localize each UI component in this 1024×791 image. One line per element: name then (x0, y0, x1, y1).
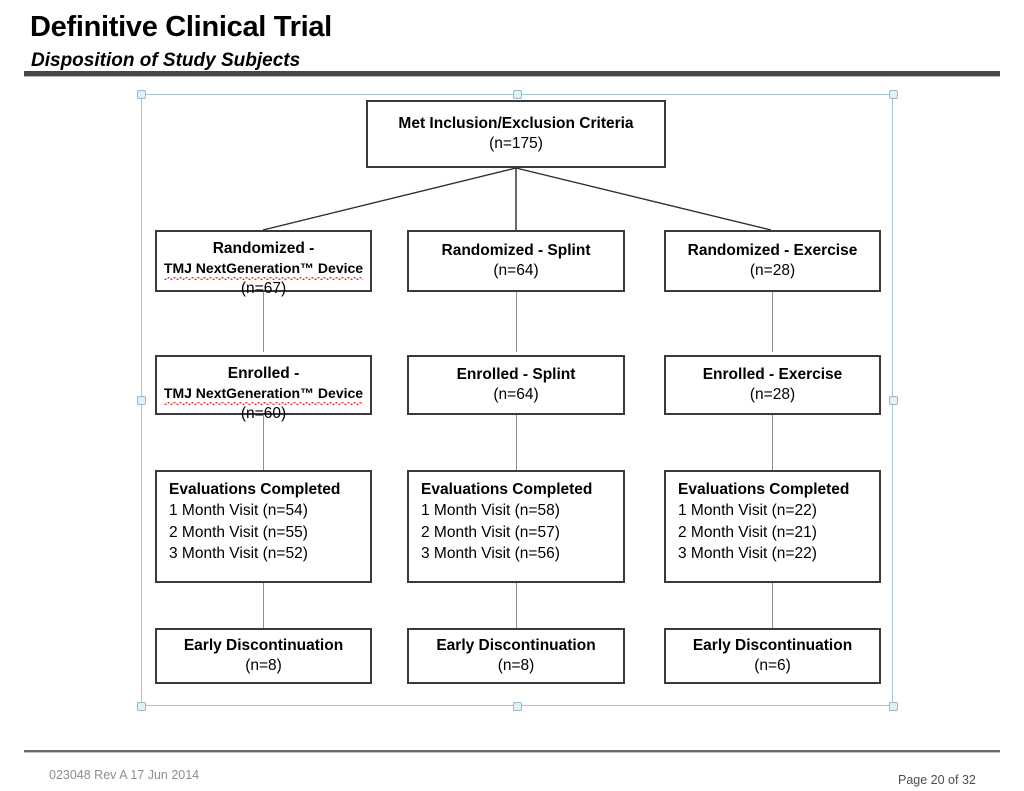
node-randomized-splint[interactable]: Randomized - Splint (n=64) (407, 230, 625, 292)
node-evaluations-exercise[interactable]: Evaluations Completed 1 Month Visit (n=2… (664, 470, 881, 583)
node-enrolled-exercise-title: Enrolled - Exercise (702, 365, 843, 383)
node-evaluations-device-row-1: 1 Month Visit (n=54) (169, 502, 308, 520)
node-discontinuation-device-count: (n=8) (245, 657, 282, 674)
spellcheck-underline: TMJ NextGeneration™ Device (163, 385, 364, 406)
node-evaluations-splint-row-2: 2 Month Visit (n=57) (421, 523, 560, 541)
node-enrolled-splint-title: Enrolled - Splint (456, 365, 576, 383)
node-randomized-exercise[interactable]: Randomized - Exercise (n=28) (664, 230, 881, 292)
node-evaluations-splint-row-1: 1 Month Visit (n=58) (421, 502, 560, 520)
page-subtitle: Disposition of Study Subjects (31, 50, 301, 71)
connector-device-enroll-eval (263, 415, 264, 470)
footer-page-number: Page 20 of 32 (898, 773, 976, 787)
resize-handle-top-right[interactable] (889, 90, 898, 99)
node-met-criteria-title: Met Inclusion/Exclusion Criteria (398, 114, 634, 132)
node-evaluations-device-row-2: 2 Month Visit (n=55) (169, 523, 308, 541)
node-enrolled-exercise[interactable]: Enrolled - Exercise (n=28) (664, 355, 881, 415)
node-evaluations-splint[interactable]: Evaluations Completed 1 Month Visit (n=5… (407, 470, 625, 583)
node-evaluations-device[interactable]: Evaluations Completed 1 Month Visit (n=5… (155, 470, 372, 583)
footer-document-id: 023048 Rev A 17 Jun 2014 (49, 768, 200, 782)
node-discontinuation-device-title: Early Discontinuation (183, 636, 344, 654)
node-discontinuation-exercise[interactable]: Early Discontinuation (n=6) (664, 628, 881, 684)
node-enrolled-splint-count: (n=64) (493, 386, 539, 403)
resize-handle-bottom-center[interactable] (513, 702, 522, 711)
node-randomized-exercise-count: (n=28) (749, 262, 796, 279)
node-evaluations-exercise-row-2: 2 Month Visit (n=21) (678, 523, 817, 541)
node-discontinuation-exercise-count: (n=6) (754, 657, 791, 674)
node-randomized-exercise-title: Randomized - Exercise (687, 241, 858, 259)
spellcheck-underline: TMJ NextGeneration™ Device (163, 260, 364, 281)
node-randomized-device-line2: TMJ NextGeneration™ Device (163, 259, 364, 281)
node-discontinuation-exercise-title: Early Discontinuation (692, 636, 853, 654)
node-randomized-device-line1: Randomized - (212, 240, 315, 257)
node-evaluations-exercise-row-3: 3 Month Visit (n=22) (678, 545, 817, 563)
connector-exercise-rand-enroll (772, 292, 773, 352)
connector-device-eval-disc (263, 583, 264, 628)
node-enrolled-splint[interactable]: Enrolled - Splint (n=64) (407, 355, 625, 415)
resize-handle-top-center[interactable] (513, 90, 522, 99)
node-randomized-splint-count: (n=64) (493, 262, 539, 279)
node-evaluations-exercise-heading: Evaluations Completed (678, 481, 850, 498)
node-discontinuation-splint-title: Early Discontinuation (436, 636, 596, 654)
node-enrolled-exercise-count: (n=28) (749, 386, 796, 403)
resize-handle-bottom-right[interactable] (889, 702, 898, 711)
page-title: Definitive Clinical Trial (30, 11, 332, 43)
slide-header: Definitive Clinical Trial Disposition of… (0, 0, 1024, 80)
footer-divider (24, 750, 1000, 753)
resize-handle-top-left[interactable] (137, 90, 146, 99)
connector-exercise-eval-disc (772, 583, 773, 628)
node-evaluations-exercise-row-1: 1 Month Visit (n=22) (678, 502, 817, 520)
connector-exercise-enroll-eval (772, 415, 773, 470)
node-enrolled-device-line2: TMJ NextGeneration™ Device (163, 384, 364, 406)
connector-splint-rand-enroll (516, 292, 517, 352)
node-randomized-device-count: (n=67) (240, 280, 287, 298)
node-evaluations-device-row-3: 3 Month Visit (n=52) (169, 545, 308, 563)
resize-handle-middle-left[interactable] (137, 396, 146, 405)
selection-frame[interactable] (137, 90, 898, 711)
node-discontinuation-splint[interactable]: Early Discontinuation (n=8) (407, 628, 625, 684)
node-enrolled-device-count: (n=60) (240, 405, 287, 423)
node-discontinuation-splint-count: (n=8) (497, 657, 535, 674)
node-enrolled-device[interactable]: Enrolled - TMJ NextGeneration™ Device (n… (155, 355, 372, 422)
connector-splint-enroll-eval (516, 415, 517, 470)
node-discontinuation-device[interactable]: Early Discontinuation (n=8) (155, 628, 372, 684)
node-evaluations-splint-heading: Evaluations Completed (421, 481, 593, 498)
connector-device-rand-enroll (263, 292, 264, 352)
resize-handle-middle-right[interactable] (889, 396, 898, 405)
node-randomized-device[interactable]: Randomized - TMJ NextGeneration™ Device … (155, 230, 372, 297)
resize-handle-bottom-left[interactable] (137, 702, 146, 711)
connector-splint-eval-disc (516, 583, 517, 628)
node-met-criteria-count: (n=175) (489, 135, 543, 152)
node-randomized-splint-title: Randomized - Splint (441, 241, 591, 259)
node-met-criteria[interactable]: Met Inclusion/Exclusion Criteria (n=175) (366, 100, 666, 168)
node-enrolled-device-line1: Enrolled - (227, 365, 300, 382)
header-divider (24, 71, 1000, 77)
node-evaluations-device-heading: Evaluations Completed (169, 481, 341, 498)
node-evaluations-splint-row-3: 3 Month Visit (n=56) (421, 545, 560, 563)
connector-fan (262, 167, 772, 231)
